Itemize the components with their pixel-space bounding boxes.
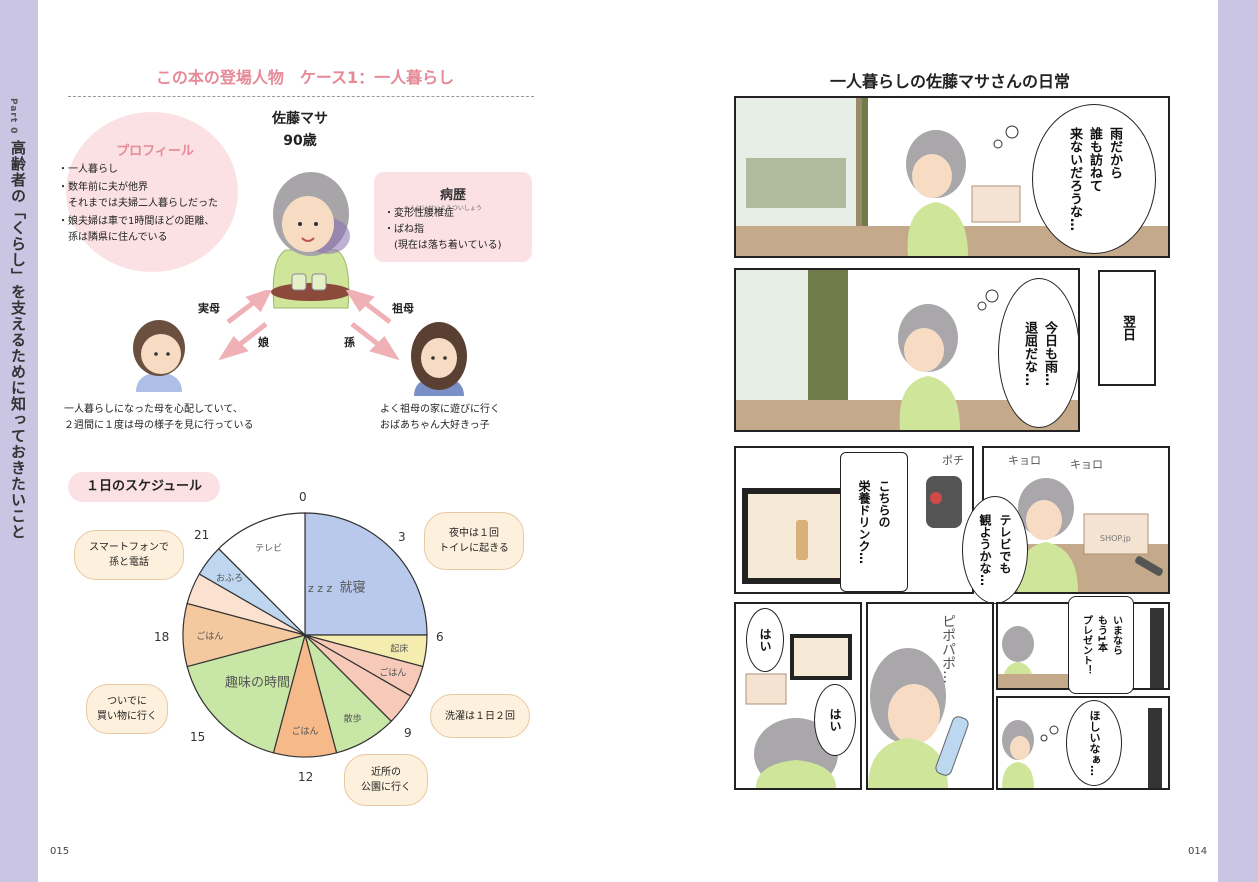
manga-panel-6: ピポパポ… [866, 602, 994, 790]
panel-7-art [998, 608, 1164, 688]
panel-8-text: ほしいなぁ… [1088, 710, 1101, 776]
pie-label-9: おふろ [216, 573, 243, 584]
schedule-title: １日のスケジュール [85, 479, 203, 494]
panel-3-sfx: ポチ [942, 454, 964, 467]
history-item: ・変形性腰椎症 [384, 208, 454, 219]
hour-0: 0 [299, 490, 307, 504]
panel-6-sfx: ピポパポ… [940, 614, 956, 684]
relation-daughter: 娘 [258, 336, 269, 349]
pie-slice-6 [186, 634, 306, 754]
panel-5-art [745, 634, 852, 788]
panel-8-art [1002, 708, 1162, 788]
profile-item: それまでは夫婦二人暮らしだった [58, 198, 218, 209]
panel-2-speech-bubble: 今日も雨… 退屈だな… [998, 278, 1078, 428]
manga-title: 一人暮らしの佐藤マサさんの日常 [829, 72, 1070, 91]
main-character-name: 佐藤マサ 90歳 [272, 111, 328, 149]
pie-label-1: 起床 [390, 642, 408, 654]
profile-item: ・一人暮らし [58, 164, 118, 175]
bubble-park: 近所の公園に行く [344, 754, 428, 806]
page-number-right: 014 [1188, 846, 1208, 857]
profile-item: 孫は隣県に住んでいる [58, 232, 168, 243]
bubble-shopping: ついでに買い物に行く [86, 684, 168, 734]
hour-12: 12 [298, 770, 314, 784]
history-item: (現在は落ち着いている) [384, 240, 502, 251]
grandmother-illustration [271, 172, 351, 309]
right-sidebar-band [1218, 0, 1258, 882]
hour-6: 6 [436, 630, 444, 644]
pie-label-10: テレビ [255, 543, 282, 554]
panel-4-speech-bubble: テレビでも 観ようかな… [962, 496, 1028, 604]
hour-9: 9 [404, 726, 412, 740]
profile-background [66, 112, 238, 272]
history-item: ・ばね指 [384, 224, 424, 235]
manga-panel-3: ポチ こちらの 栄養ドリンク… [734, 446, 974, 594]
section-title: この本の登場人物 ケース1：一人暮らし [155, 68, 455, 87]
panel-5-speech-bubble: はい [746, 608, 784, 672]
profile-list: ・一人暮らし ・数年前に夫が他界 それまでは夫婦二人暮らしだった ・娘夫婦は車で… [58, 162, 263, 248]
pie-label-6: 趣味の時間 [225, 675, 290, 690]
panel-3-text: こちらの 栄養ドリンク… [857, 480, 891, 564]
daughter-illustration [133, 320, 185, 392]
panel-1-speech-bubble: 雨だから 誰も訪ねて 来ないだろうな… [1032, 104, 1156, 254]
profile-title: プロフィール [116, 144, 194, 159]
manga-panel-1: 雨だから 誰も訪ねて 来ないだろうな… [734, 96, 1170, 258]
history-ruby: へんけいせいようついしょう [404, 205, 482, 212]
panel-2-art [736, 270, 1078, 430]
pie-label-5: ごはん [291, 725, 318, 737]
panel-1-text: 雨だから 誰も訪ねて 来ないだろうな… [1067, 127, 1122, 231]
pie-label-2: ごはん [379, 666, 406, 678]
panel-6-speech-bubble: はい [814, 684, 856, 756]
zzz-label: z z z [308, 582, 333, 595]
panel-6-art [868, 648, 969, 788]
panel-2-caption-box: 翌日 [1098, 270, 1156, 386]
panel-4-box-label: SHOP.jp [1100, 534, 1131, 543]
history-list: ・変形性腰椎症 ・ばね指 (現在は落ち着いている) [384, 206, 532, 254]
hour-15: 15 [190, 730, 206, 744]
grandchild-description: よく祖母の家に遊びに行く おばあちゃん大好きっ子 [380, 404, 500, 431]
panel-8-speech-bubble: ほしいなぁ… [1066, 700, 1122, 786]
pie-slice-10 [217, 512, 306, 637]
bubble-smartphone: スマートフォンで孫と電話 [74, 530, 184, 580]
history-title: 病歴 [439, 188, 466, 203]
left-sidebar-band [0, 0, 38, 882]
relation-mother: 実母 [198, 302, 220, 315]
pie-label-4: 散歩 [344, 712, 362, 724]
pie-slice-0 [304, 512, 428, 636]
panel-7-speech-bubble: いまなら もう1本 プレゼント！ [1068, 596, 1134, 694]
panel-4-text: テレビでも 観ようかな… [978, 514, 1012, 586]
hour-18: 18 [154, 630, 170, 644]
schedule-pill [68, 472, 220, 502]
pie-label-0: 就寝 [339, 580, 365, 596]
panel-2-text: 今日も雨… 退屈だな… [1022, 320, 1057, 386]
pie-label-7: ごはん [196, 630, 223, 642]
manga-panel-2: 今日も雨… 退屈だな… [734, 268, 1080, 432]
panel-5-text: はい [758, 628, 772, 652]
next-day-caption: 翌日 [1120, 315, 1135, 341]
relation-grandmother: 祖母 [392, 302, 414, 315]
history-box [374, 172, 532, 262]
bubble-laundry: 洗濯は１日２回 [430, 694, 530, 738]
daughter-description: 一人暮らしになった母を心配していて、 ２週間に１度は母の様子を見に行っている [64, 404, 254, 431]
relation-grandchild: 孫 [344, 336, 355, 349]
page-number-left: 015 [50, 846, 70, 857]
panel-6-text: はい [828, 708, 842, 732]
panel-7-text: いまなら もう1本 プレゼント！ [1080, 615, 1122, 675]
panel-4-sfx-2: キョロ [1070, 458, 1103, 471]
panel-3-speech-bubble: こちらの 栄養ドリンク… [840, 452, 908, 592]
panel-4-sfx-1: キョロ [1008, 454, 1041, 467]
profile-item: ・数年前に夫が他界 [58, 182, 148, 193]
hour-21: 21 [194, 528, 210, 542]
vertical-chapter-title: 高齢者の「くらし」を支えるために知っておきたいこと [9, 140, 27, 540]
profile-item: ・娘夫婦は車で1時間ほどの距離、 [58, 216, 215, 227]
bubble-night-toilet: 夜中は１回トイレに起きる [424, 512, 524, 570]
hour-3: 3 [398, 530, 406, 544]
dotted-divider [68, 96, 534, 97]
part-label: Part 0 [8, 98, 18, 135]
relation-arrows [218, 290, 400, 360]
grandchild-illustration [411, 322, 467, 396]
